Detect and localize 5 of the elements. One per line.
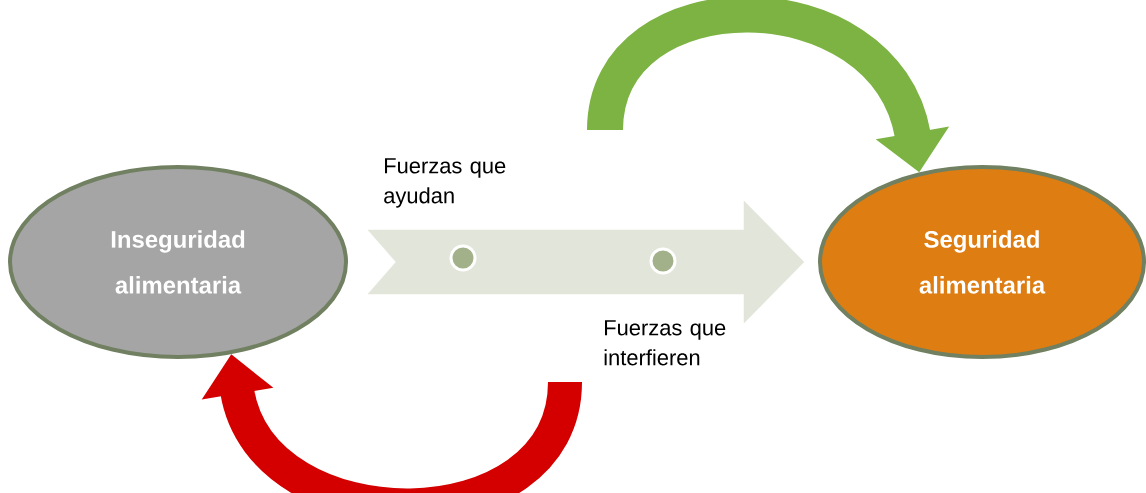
ellipse-node: Inseguridad alimentaria xyxy=(8,165,348,359)
text-label: Fuerzas que interfieren xyxy=(604,320,726,366)
text-label: Fuerzas que ayudan xyxy=(384,158,506,208)
arrow xyxy=(367,200,805,324)
ellipse-node: Seguridad alimentaria xyxy=(818,165,1146,359)
